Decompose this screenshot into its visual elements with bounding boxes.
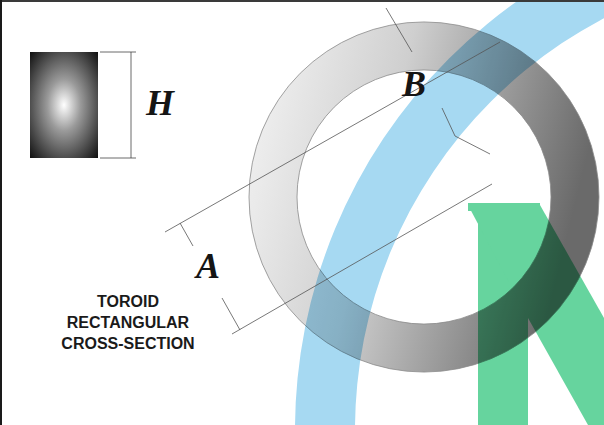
dimension-lines <box>165 42 500 334</box>
cross-section-square <box>30 52 98 158</box>
dimension-lines <box>100 52 136 158</box>
dimension-label: H <box>146 85 174 121</box>
dimension-label: B <box>402 66 426 102</box>
toroid-ring <box>249 22 599 372</box>
caption-text: TOROID RECTANGULAR CROSS-SECTION <box>53 291 203 354</box>
dimension-lines <box>386 8 490 154</box>
frame-line <box>0 0 2 425</box>
dimension-label: A <box>196 248 220 284</box>
frame-line <box>0 0 604 2</box>
